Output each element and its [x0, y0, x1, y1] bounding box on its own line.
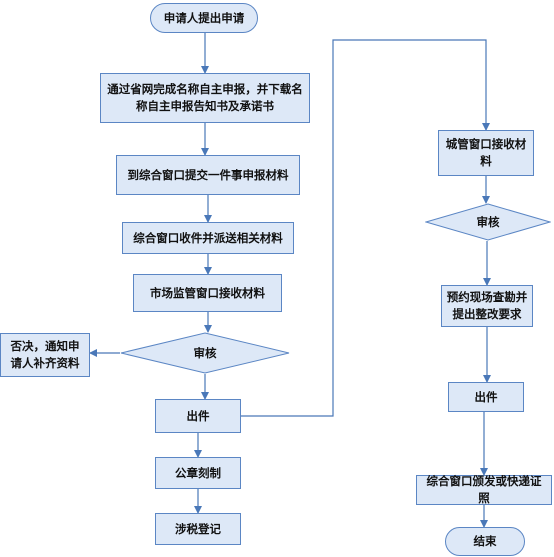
reject-notify-node: 否决，通知申请人补齐资料 — [0, 333, 90, 377]
tax-registration-node: 涉税登记 — [155, 513, 241, 545]
review-decision-left: 审核 — [120, 332, 290, 374]
review-left-label: 审核 — [193, 346, 217, 360]
seal-engraving-label: 公章刻制 — [175, 465, 221, 480]
end-node: 结束 — [445, 527, 525, 556]
general-window-receive-node: 综合窗口收件并派送相关材料 — [122, 222, 294, 254]
urban-management-window-label: 城管窗口接收材料 — [445, 137, 527, 168]
seal-engraving-node: 公章刻制 — [155, 457, 241, 489]
urban-management-window-node: 城管窗口接收材料 — [438, 130, 534, 176]
issue-or-deliver-license-label: 综合窗口颁发或快递证照 — [426, 474, 542, 505]
start-label: 申请人提出申请 — [163, 10, 245, 25]
online-application-label: 通过省网完成名称自主申报，并下载名称自主申报告知书及承诺书 — [107, 82, 303, 113]
market-regulation-window-node: 市场监管窗口接收材料 — [133, 274, 282, 312]
decision-diamond-shape — [425, 203, 551, 241]
review-decision-right: 审核 — [425, 203, 551, 241]
review-right-label: 审核 — [476, 215, 500, 229]
general-window-receive-label: 综合窗口收件并派送相关材料 — [133, 230, 283, 245]
reject-notify-label: 否决，通知申请人补齐资料 — [10, 339, 80, 370]
start-node: 申请人提出申请 — [150, 3, 258, 33]
issue-left-node: 出件 — [155, 399, 241, 433]
end-label: 结束 — [473, 534, 497, 548]
issue-right-node: 出件 — [448, 382, 524, 412]
site-inspection-label: 预约现场查勘并提出整改要求 — [446, 290, 528, 321]
market-regulation-window-label: 市场监管窗口接收材料 — [150, 285, 265, 300]
tax-registration-label: 涉税登记 — [175, 521, 221, 536]
submit-materials-label: 到综合窗口提交一件事申报材料 — [127, 167, 289, 182]
submit-materials-node: 到综合窗口提交一件事申报材料 — [116, 155, 300, 195]
decision-diamond-shape — [120, 332, 290, 374]
connector-issue_left-to-urban — [241, 39, 490, 417]
online-application-node: 通过省网完成名称自主申报，并下载名称自主申报告知书及承诺书 — [100, 73, 310, 123]
issue-or-deliver-license-node: 综合窗口颁发或快递证照 — [416, 474, 552, 505]
site-inspection-node: 预约现场查勘并提出整改要求 — [441, 285, 533, 327]
issue-left-label: 出件 — [186, 408, 210, 423]
issue-right-label: 出件 — [474, 389, 498, 404]
